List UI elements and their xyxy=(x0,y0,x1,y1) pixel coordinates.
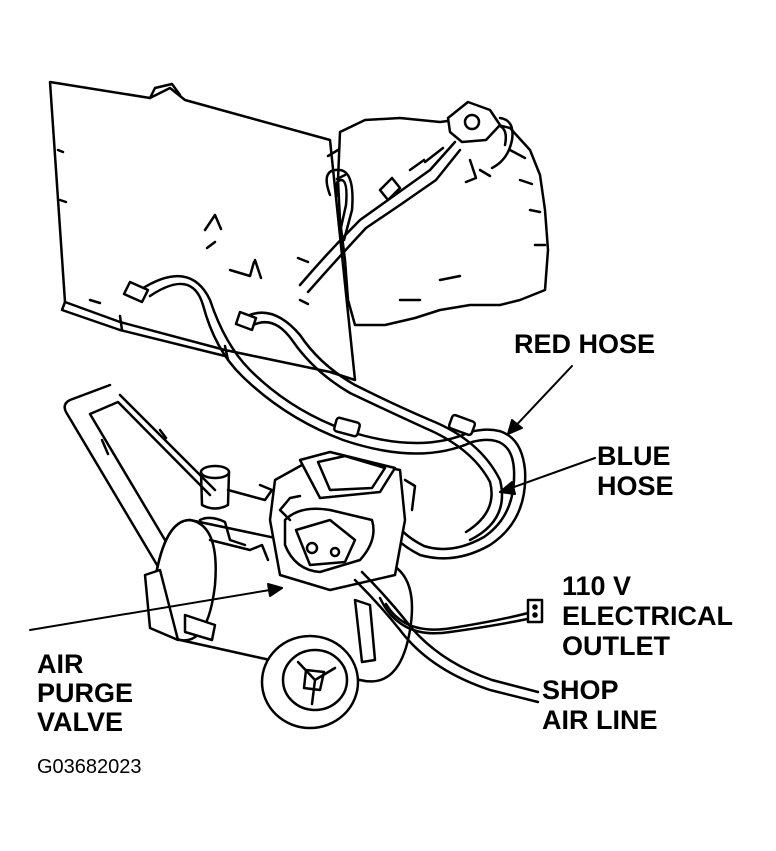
leader-arrows xyxy=(29,365,596,631)
label-outlet-line2: ELECTRICAL xyxy=(562,601,733,631)
power-cord xyxy=(378,596,544,635)
label-shop-air-line2: AIR LINE xyxy=(542,705,658,735)
label-air-purge-line3: VALVE xyxy=(37,707,124,737)
compressor-motor xyxy=(268,450,417,592)
label-air-purge-line2: PURGE xyxy=(37,678,134,708)
air-intake xyxy=(198,464,274,562)
engine-block xyxy=(326,116,550,327)
label-air-purge-line1: AIR xyxy=(37,649,84,679)
label-outlet-line3: OUTLET xyxy=(562,631,670,661)
upper-hoses xyxy=(298,140,462,294)
radiator xyxy=(48,80,357,382)
service-hoses xyxy=(122,274,527,560)
label-blue-hose-line1: BLUE xyxy=(597,441,671,471)
compressor-wheel xyxy=(260,634,360,730)
shop-air-line xyxy=(353,570,540,704)
label-blue-hose-line2: HOSE xyxy=(597,471,674,501)
label-outlet-line1: 110 V xyxy=(562,571,632,601)
label-shop-air-line1: SHOP xyxy=(542,675,619,705)
figure-id: G03682023 xyxy=(37,756,142,778)
label-red-hose: RED HOSE xyxy=(514,329,656,359)
thermostat-fitting xyxy=(446,100,514,170)
